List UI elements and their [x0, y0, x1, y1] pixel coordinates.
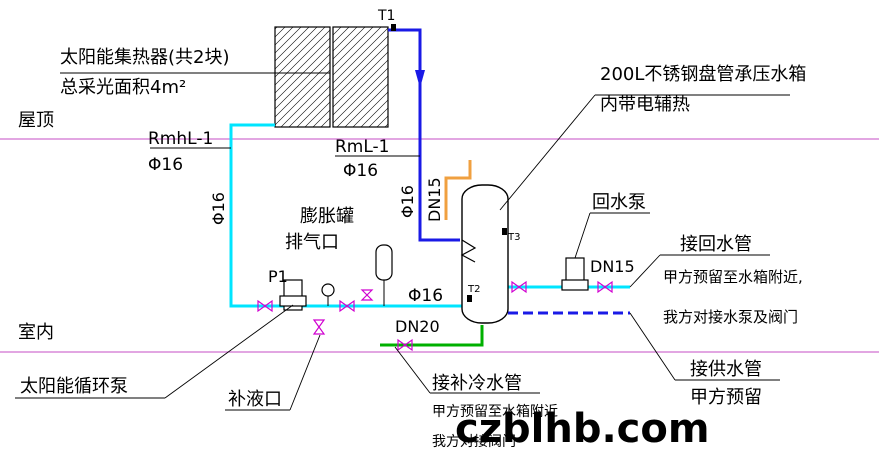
pressure-gauge-icon — [321, 283, 335, 306]
left-riser-dia-label: Φ16 — [209, 192, 228, 225]
t2-label: T2 — [467, 284, 480, 295]
dn20-label: DN20 — [395, 317, 440, 336]
circulation-pump-icon — [279, 279, 307, 311]
blue-hot-pipe — [388, 28, 460, 242]
roof-label: 屋顶 — [18, 110, 54, 131]
collector-area-label: 总采光面积4m² — [60, 77, 186, 98]
center-riser-dia-label: Φ16 — [398, 185, 417, 218]
flow-arrow-down — [415, 70, 425, 88]
rmhl-dia-label: Φ16 — [148, 155, 183, 175]
solar-collectors — [274, 26, 389, 128]
collector-name-label: 太阳能集热器(共2块) — [60, 47, 230, 68]
storage-tank — [460, 184, 509, 324]
t3-label: T3 — [507, 232, 520, 243]
rmhl-label: RmhL-1 — [148, 129, 213, 149]
return-note2-label: 我方对接水泵及阀门 — [663, 308, 798, 326]
valves — [257, 280, 613, 352]
return-pump-label: 回水泵 — [592, 192, 646, 213]
orange-vent-pipe — [444, 160, 472, 220]
p1-label: P1 — [268, 267, 288, 286]
tank-line1-label: 200L不锈钢盘管承压水箱 — [600, 64, 806, 85]
rml-dia-label: Φ16 — [343, 161, 378, 181]
dn15-pump-label: DN15 — [590, 257, 635, 276]
supply-note-label: 甲方预留 — [690, 387, 762, 408]
cold-note1-label: 甲方预留至水箱附近 — [432, 404, 558, 420]
exhaust-label: 排气口 — [285, 232, 339, 253]
indoor-label: 室内 — [18, 322, 54, 343]
sensor-t3 — [502, 228, 507, 235]
circ-pump-label: 太阳能循环泵 — [20, 376, 128, 397]
leader-lines — [15, 72, 790, 411]
cold-note2-label: 我方对接阀门 — [432, 433, 516, 450]
return-note1-label: 甲方预留至水箱附近, — [663, 268, 803, 286]
dn15-vertical-label: DN15 — [425, 177, 444, 222]
t1-label: T1 — [377, 8, 395, 24]
expansion-tank-label: 膨胀罐 — [300, 206, 354, 227]
green-cold-pipe — [380, 325, 484, 347]
return-pump-icon — [561, 257, 589, 291]
tank-line2-label: 内带电辅热 — [600, 94, 690, 115]
fill-port-label: 补液口 — [228, 389, 282, 410]
horizontal-dia-label: Φ16 — [408, 286, 443, 306]
rml-label: RmL-1 — [335, 137, 390, 157]
sensor-t1 — [391, 24, 396, 31]
supply-pipe-label: 接供水管 — [690, 359, 762, 380]
cold-pipe-label: 接补冷水管 — [432, 373, 522, 394]
return-pipe-label: 接回水管 — [680, 234, 752, 255]
watermark: czblhb.com — [455, 406, 710, 452]
expansion-tank — [375, 244, 393, 306]
sensor-t2 — [467, 295, 472, 302]
